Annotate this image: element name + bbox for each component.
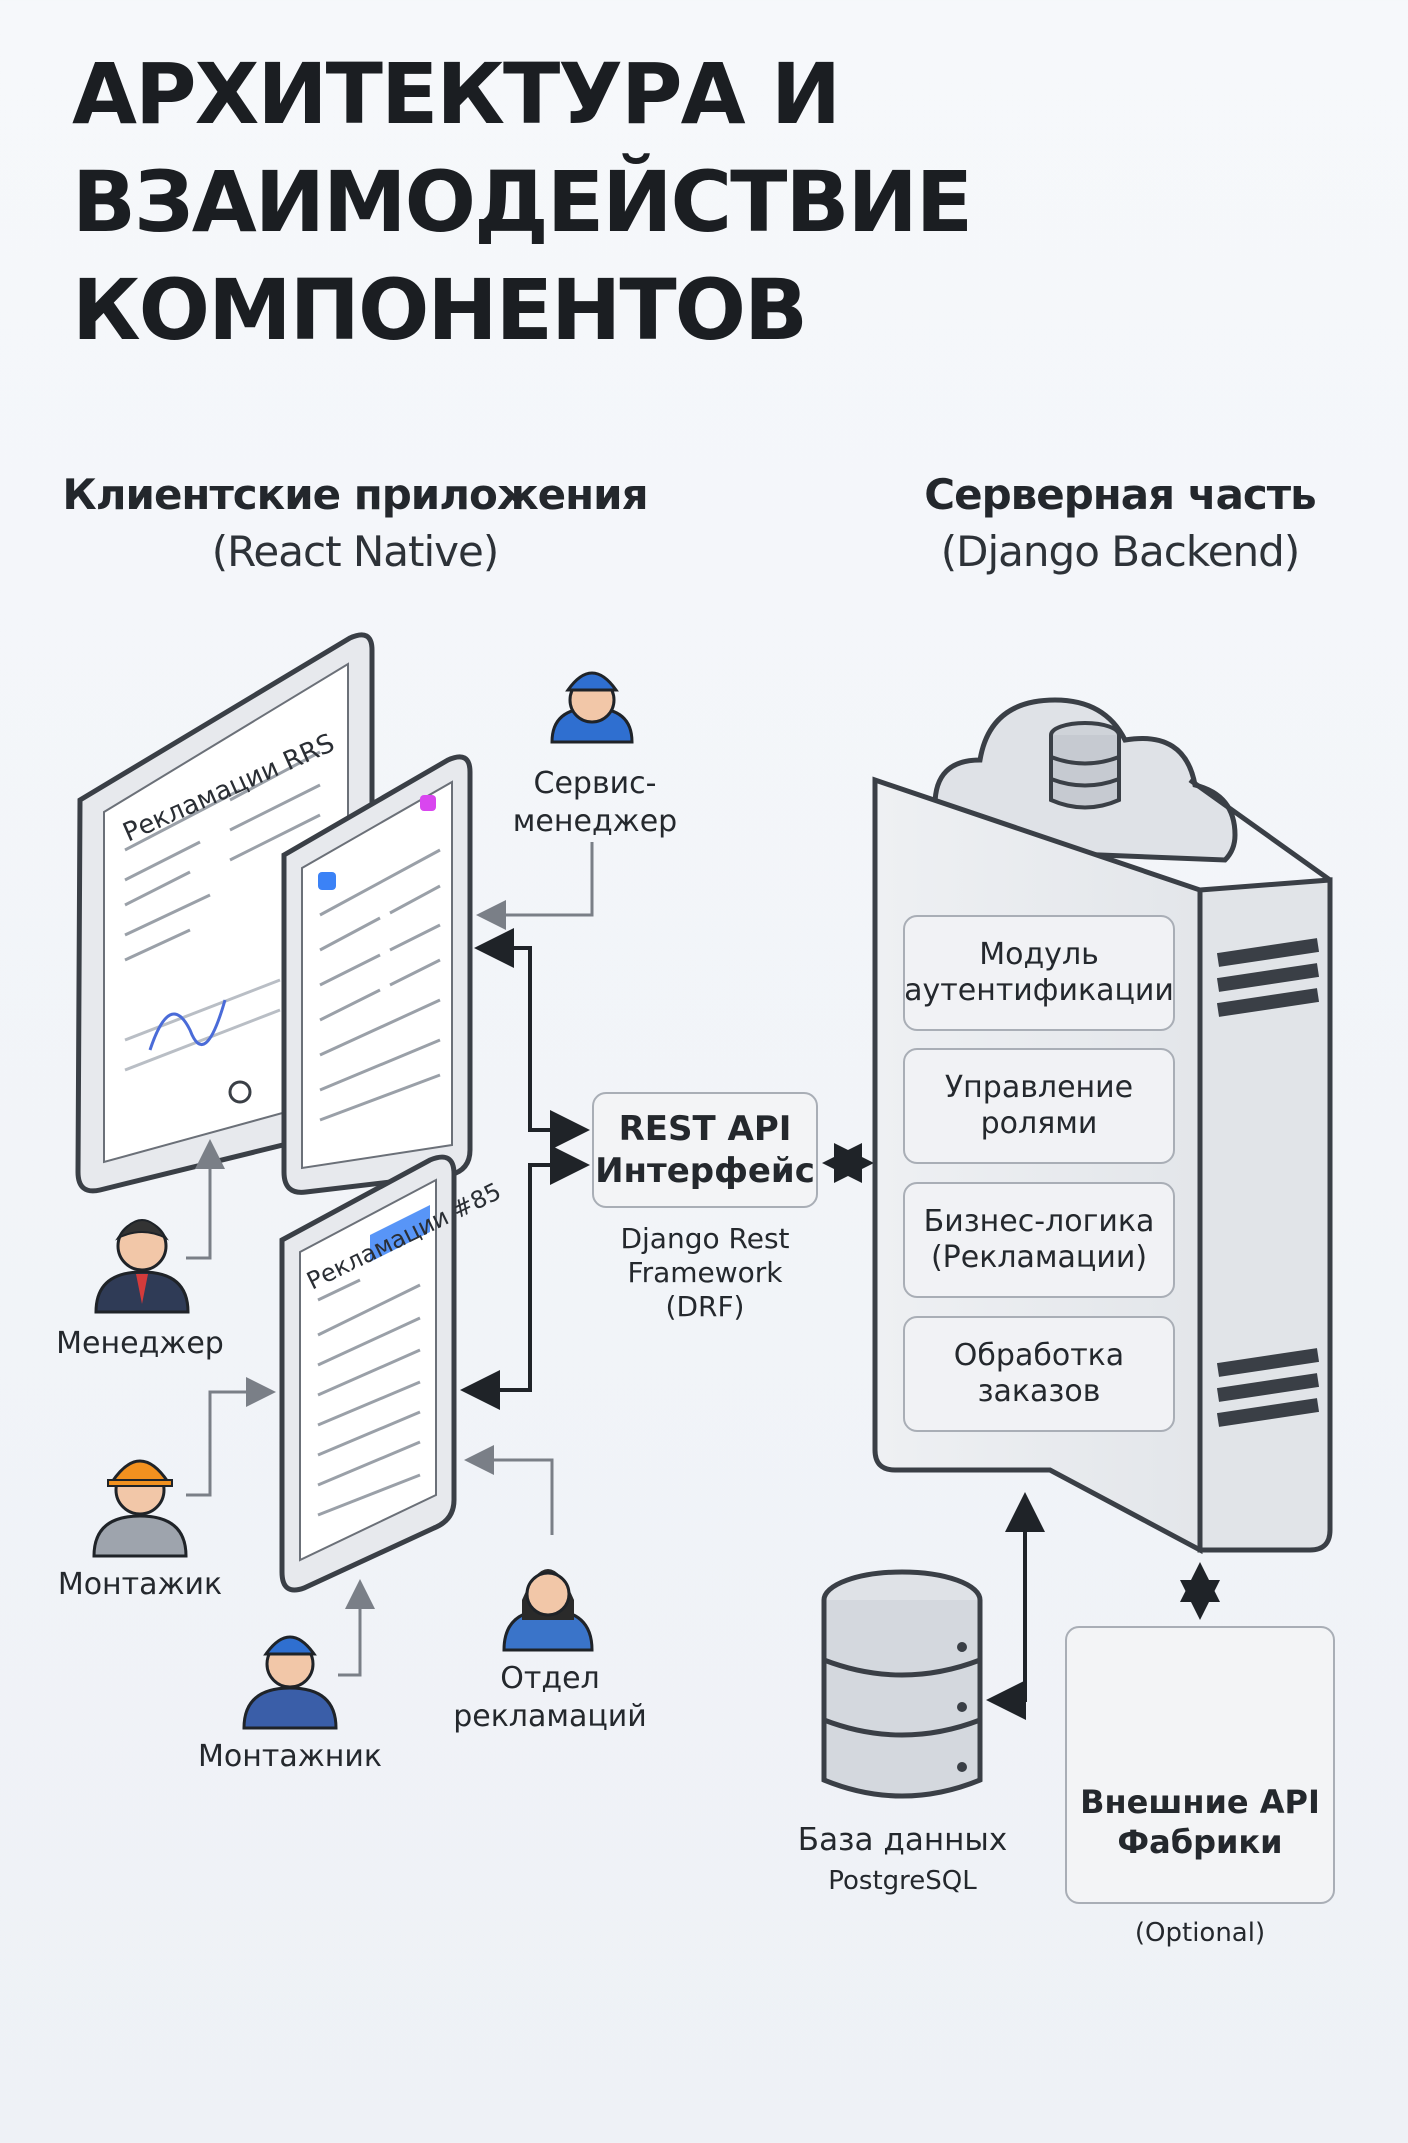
database-label-text: База данных — [797, 1822, 1008, 1858]
role-installer-1-label: Монтажик — [57, 1567, 223, 1602]
person-icon — [92, 1459, 188, 1558]
client-subheading: (React Native) — [211, 527, 500, 576]
module-roles-line1: Управление — [944, 1070, 1134, 1105]
role-manager: Менеджер — [40, 1325, 240, 1363]
role-installer-2-label: Монтажник — [198, 1739, 382, 1774]
page-title: АРХИТЕКТУРА И ВЗАИМОДЕЙСТВИЕ КОМПОНЕНТОВ — [72, 40, 1072, 364]
rest-api-title-line1: REST API — [618, 1109, 792, 1149]
server-heading: Серверная часть — [924, 470, 1316, 519]
database-icon — [821, 1569, 983, 1799]
page-title-line1: АРХИТЕКТУРА И — [72, 45, 841, 143]
person-icon — [502, 1569, 594, 1652]
role-service-manager-label: Сервис- менеджер — [512, 766, 678, 839]
external-api-caption: (Optional) — [1134, 1918, 1266, 1948]
module-business-logic-line2: (Рекламации) — [930, 1240, 1148, 1275]
role-claims-dept-label: Отдел рекламаций — [453, 1661, 647, 1734]
phone-top-device — [281, 754, 473, 1195]
role-installer-1: Монтажик — [40, 1566, 240, 1604]
database-label: База данных PostgreSQL — [770, 1820, 1035, 1902]
client-section-heading: Клиентские приложения (React Native) — [40, 470, 670, 576]
external-api-title-line1: Внешние API — [1080, 1783, 1320, 1821]
rest-api-title-line2: Интерфейс — [595, 1151, 815, 1191]
module-orders: Обработка заказов — [903, 1316, 1175, 1432]
external-api-title-line2: Фабрики — [1117, 1823, 1283, 1861]
rest-api-caption-line2: Framework — [627, 1256, 783, 1289]
person-icon — [94, 1219, 190, 1314]
module-auth: Модуль аутентификации — [903, 915, 1175, 1031]
phone-bottom-device: Рекламации #85 — [279, 1154, 506, 1593]
client-heading: Клиентские приложения — [62, 470, 648, 519]
module-roles: Управление ролями — [903, 1048, 1175, 1164]
module-auth-line1: Модуль — [979, 937, 1099, 972]
module-business-logic-line1: Бизнес-логика — [923, 1204, 1155, 1239]
role-claims-dept: Отдел рекламаций — [440, 1660, 660, 1736]
rest-api-caption-line3: (DRF) — [665, 1290, 745, 1323]
module-orders-line2: заказов — [977, 1374, 1101, 1409]
external-api-box: Внешние API Фабрики — [1065, 1626, 1335, 1904]
person-icon — [550, 671, 634, 744]
module-roles-line2: ролями — [980, 1106, 1098, 1141]
module-auth-line2: аутентификации — [904, 973, 1174, 1008]
rest-api-box: REST API Интерфейс — [592, 1092, 818, 1208]
page-title-line2: ВЗАИМОДЕЙСТВИЕ — [72, 153, 973, 251]
role-manager-label: Менеджер — [56, 1326, 224, 1361]
module-business-logic: Бизнес-логика (Рекламации) — [903, 1182, 1175, 1298]
rest-api-caption-line1: Django Rest — [620, 1222, 790, 1255]
module-orders-line1: Обработка — [953, 1338, 1125, 1373]
server-section-heading: Серверная часть (Django Backend) — [830, 470, 1408, 576]
role-service-manager: Сервис- менеджер — [500, 765, 690, 841]
role-installer-2: Монтажник — [190, 1738, 390, 1776]
server-subheading: (Django Backend) — [940, 527, 1300, 576]
person-icon — [242, 1635, 338, 1730]
page-title-line3: КОМПОНЕНТОВ — [72, 261, 808, 359]
database-caption: PostgreSQL — [828, 1866, 977, 1896]
database-icon — [1049, 721, 1121, 810]
rest-api-caption: Django Rest Framework (DRF) — [580, 1222, 830, 1324]
